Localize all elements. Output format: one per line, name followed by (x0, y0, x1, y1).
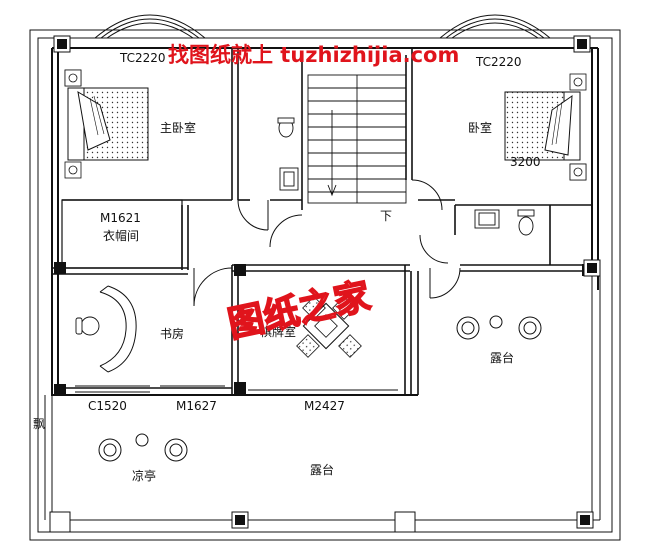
chess-room-label: 棋牌室 (260, 324, 296, 339)
column-icon (49, 511, 71, 533)
watermark-top: 找图纸就上 tuzhizhijia.com (168, 43, 459, 67)
dimension-label: 3200 (510, 155, 541, 169)
window-tag-tl: TC2220 (119, 51, 166, 65)
sink-icon (474, 209, 500, 229)
window-marks (75, 385, 398, 393)
master-bedroom-label: 主卧室 (160, 120, 196, 135)
column-icon (394, 511, 416, 533)
bay-window-left (94, 14, 206, 39)
nightstand-icon (64, 161, 82, 179)
door-tag-m1627: M1627 (176, 399, 217, 413)
toilet-icon (277, 117, 295, 138)
window-tag-tr: TC2220 (475, 55, 522, 69)
bedroom-label: 卧室 (468, 120, 492, 135)
stair-down-label: 下 (380, 209, 392, 223)
side-mark-label: 飘 (33, 417, 45, 431)
bed-icon (504, 91, 581, 161)
door-tag-m1621: M1621 (100, 211, 141, 225)
chess-table-icon (296, 296, 362, 358)
chair-icon (98, 433, 188, 462)
nightstand-icon (569, 73, 587, 91)
desk-icon (99, 285, 137, 373)
watermark-center: 图纸之家 (224, 275, 374, 346)
closet-label: 衣帽间 (103, 228, 139, 243)
toilet-icon (517, 209, 535, 236)
terrace-right-label: 露台 (490, 350, 514, 365)
window-tag-c1520: C1520 (88, 399, 127, 413)
pavilion-label: 凉亭 (132, 468, 156, 483)
stair-icon (307, 74, 407, 204)
door-tag-m2427: M2427 (304, 399, 345, 413)
bed-icon (67, 87, 149, 161)
chair-icon (456, 315, 542, 340)
outer-boundary (29, 29, 621, 541)
bay-window-right (439, 14, 551, 39)
sink-icon (279, 167, 299, 191)
study-label: 书房 (160, 326, 184, 341)
door-swings (193, 179, 461, 307)
terrace-bottom-label: 露台 (310, 462, 334, 477)
chair-icon (75, 316, 100, 336)
right-railing (44, 270, 601, 521)
